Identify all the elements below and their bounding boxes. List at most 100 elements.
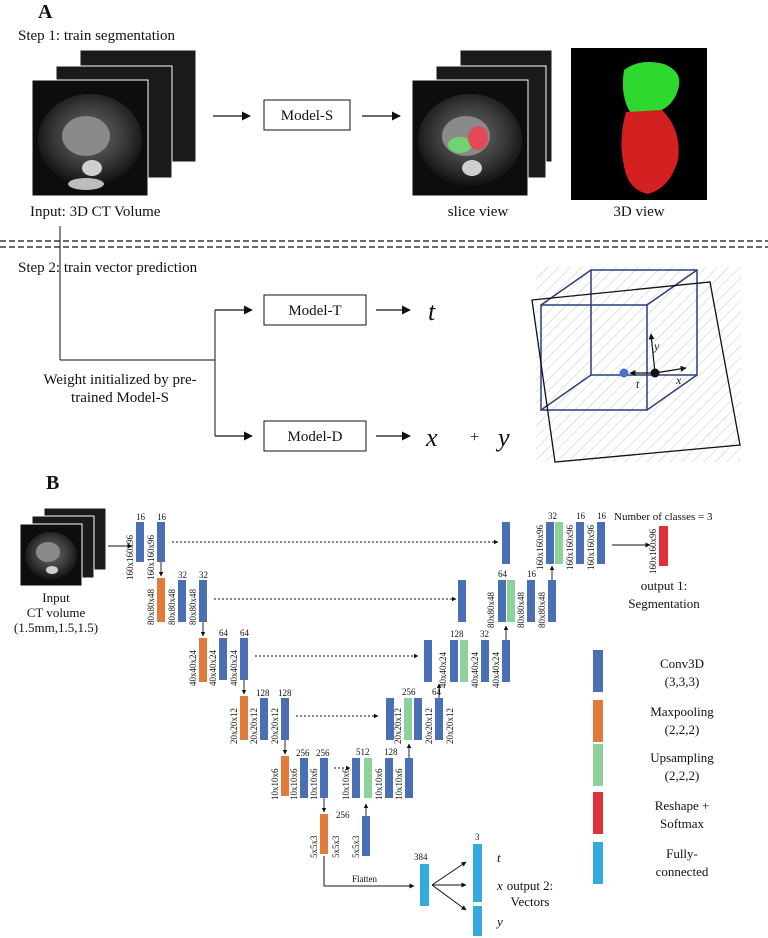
channel-label: 64 xyxy=(240,628,250,638)
conv-block xyxy=(502,640,510,682)
upsample-block xyxy=(460,640,468,682)
legend-upsample-swatch xyxy=(593,744,603,786)
input-ct-stack xyxy=(31,49,197,197)
conv-block xyxy=(300,758,308,798)
channel-label: 256 xyxy=(336,810,350,820)
dim-label: 5x5x3 xyxy=(331,835,341,858)
dim-label: 40x40x24 xyxy=(438,652,448,689)
conv-block xyxy=(219,638,227,680)
dim-label: 80x80x48 xyxy=(167,589,177,626)
channel-label: 32 xyxy=(199,570,208,580)
conv-block xyxy=(527,580,535,622)
dim-label: 20x20x12 xyxy=(445,708,455,744)
output1-line2: Segmentation xyxy=(628,596,700,611)
dim-label: 10x10x6 xyxy=(309,768,319,800)
dim-label: 160x160x96 xyxy=(648,529,658,575)
model-t-box xyxy=(263,294,367,326)
output2-line1: output 2: xyxy=(507,878,554,893)
maxpool-block xyxy=(157,578,165,622)
dim-label: 10x10x6 xyxy=(289,768,299,800)
upsample-block xyxy=(404,698,412,740)
vector-label-t: t⃗ xyxy=(497,850,511,865)
channel-label: 128 xyxy=(256,688,270,698)
dim-label: 160x160x96 xyxy=(586,525,596,571)
dim-label: 10x10x6 xyxy=(374,768,384,800)
y-vector-symbol: y⃗ xyxy=(495,423,530,452)
conv-block xyxy=(424,640,432,682)
channel-label: 128 xyxy=(384,747,398,757)
legend-conv-swatch xyxy=(593,650,603,692)
dim-label: 20x20x12 xyxy=(270,708,280,744)
dim-label: 40x40x24 xyxy=(188,650,198,687)
conv-block xyxy=(576,522,584,564)
dim-label: 160x160x96 xyxy=(535,525,545,571)
legend-upsample-line2: (2,2,2) xyxy=(665,768,700,783)
dim-label: 20x20x12 xyxy=(393,708,403,744)
conv-block xyxy=(281,698,289,740)
dim-label: 160x160x96 xyxy=(125,535,135,581)
legend: Conv3D (3,3,3) Maxpooling (2,2,2) Upsamp… xyxy=(593,650,714,884)
dim-label: 10x10x6 xyxy=(270,768,280,800)
upsample-block xyxy=(507,580,515,622)
dim-label: 80x80x48 xyxy=(146,589,156,626)
conv-block xyxy=(498,580,506,622)
channel-label: 16 xyxy=(157,512,167,522)
dim-label: 40x40x24 xyxy=(491,652,501,689)
fc-arrow-y xyxy=(431,884,467,911)
channel-label: 64 xyxy=(498,569,508,579)
dim-label: 5x5x3 xyxy=(309,835,319,858)
fc-block xyxy=(420,864,429,906)
channel-label: 16 xyxy=(136,512,146,522)
fc-vector-x xyxy=(473,872,482,902)
conv-block xyxy=(546,522,554,564)
conv-block xyxy=(320,758,328,798)
channel-label: 32 xyxy=(548,511,557,521)
dim-label: 80x80x48 xyxy=(188,589,198,626)
legend-fc-line1: Fully- xyxy=(666,846,698,861)
channel-label: 256 xyxy=(316,748,330,758)
conv-block xyxy=(450,640,458,682)
dim-label: 160x160x96 xyxy=(146,535,156,581)
3d-view-image xyxy=(571,48,707,200)
legend-conv-line2: (3,3,3) xyxy=(665,674,700,689)
conv-block xyxy=(386,698,394,740)
fc-vector-y xyxy=(473,906,482,936)
model-d-box xyxy=(263,420,367,452)
3d-view-caption: 3D view xyxy=(613,204,664,220)
legend-maxpool-swatch xyxy=(593,700,603,742)
dim-label: 40x40x24 xyxy=(229,650,239,687)
model-t-label: Model-T xyxy=(288,303,341,319)
conv-block xyxy=(260,698,268,740)
cube-x-axis-label: x⃗ xyxy=(675,373,691,387)
conv-block xyxy=(136,522,144,562)
model-d-label: Model-D xyxy=(288,429,343,445)
conv-block xyxy=(405,758,413,798)
channel-label: 256 xyxy=(402,687,416,697)
legend-fc-swatch xyxy=(593,842,603,884)
conv-block xyxy=(548,580,556,622)
conv-block xyxy=(481,640,489,682)
panel-b-label: B xyxy=(46,472,59,494)
conv-block xyxy=(414,698,422,740)
legend-maxpool-line1: Maxpooling xyxy=(650,704,714,719)
num-classes-label: Number of classes = 3 xyxy=(614,511,713,523)
dim-label: 80x80x48 xyxy=(516,592,526,629)
legend-reshape-swatch xyxy=(593,792,603,834)
x-vector-symbol: x⃗ xyxy=(425,423,458,452)
channel-label: 64 xyxy=(432,687,442,697)
cube-diagram: y⃗ x⃗ t⃗ xyxy=(531,267,741,463)
plus-sign: + xyxy=(470,429,479,446)
cube-y-axis-label: y⃗ xyxy=(653,339,669,353)
channel-label: 128 xyxy=(450,629,464,639)
channel-label: 16 xyxy=(576,511,586,521)
conv-block xyxy=(240,638,248,680)
conv-block xyxy=(435,698,443,740)
legend-fc-line2: connected xyxy=(656,864,709,879)
dim-label: 20x20x12 xyxy=(424,708,434,744)
panel-a-label: A xyxy=(38,1,53,23)
input-b-line1: Input xyxy=(42,590,70,605)
slice-view-caption: slice view xyxy=(448,204,509,220)
step1-title: Step 1: train segmentation xyxy=(18,28,176,44)
maxpool-block xyxy=(240,696,248,740)
